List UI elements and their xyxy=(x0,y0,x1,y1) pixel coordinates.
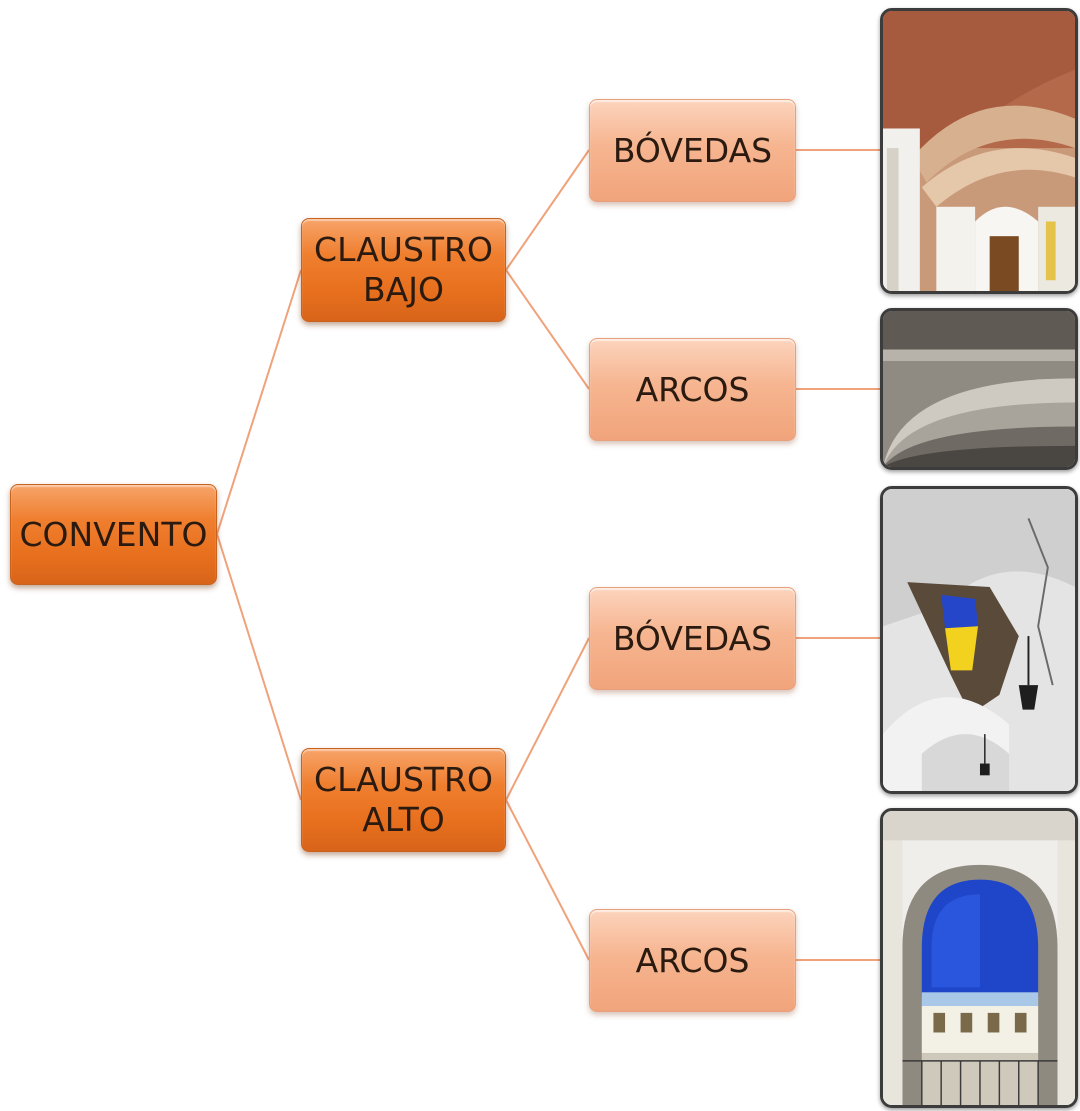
node-bajo-bovedas: BÓVEDAS xyxy=(589,99,796,202)
node-bajo-arcos: ARCOS xyxy=(589,338,796,441)
photo-claustro-alto-bovedas xyxy=(880,486,1078,794)
photo-claustro-bajo-arcos xyxy=(880,308,1078,470)
node-bajo-bovedas-label: BÓVEDAS xyxy=(612,130,773,170)
node-alto-arcos: ARCOS xyxy=(589,909,796,1012)
node-alto-bovedas: BÓVEDAS xyxy=(589,587,796,690)
photo-claustro-bajo-bovedas xyxy=(880,8,1078,294)
node-convento: CONVENTO xyxy=(10,484,217,585)
node-claustro-alto: CLAUSTRO ALTO xyxy=(301,748,506,852)
connector-convento-claustro-bajo xyxy=(216,269,302,535)
node-convento-label: CONVENTO xyxy=(19,514,208,554)
connector-bajo-arcos xyxy=(505,269,590,390)
node-claustro-bajo: CLAUSTRO BAJO xyxy=(301,218,506,322)
photo-claustro-alto-arcos xyxy=(880,808,1078,1108)
connector-convento-claustro-alto xyxy=(216,533,302,801)
connector-alto-bovedas xyxy=(505,637,590,801)
node-alto-arcos-label: ARCOS xyxy=(635,940,750,980)
node-claustro-bajo-label: CLAUSTRO BAJO xyxy=(314,230,493,309)
connector-alto-arcos xyxy=(505,799,590,961)
node-bajo-arcos-label: ARCOS xyxy=(635,369,750,409)
node-claustro-alto-label: CLAUSTRO ALTO xyxy=(314,760,493,839)
node-alto-bovedas-label: BÓVEDAS xyxy=(612,618,773,658)
connector-bajo-bovedas xyxy=(505,149,590,271)
